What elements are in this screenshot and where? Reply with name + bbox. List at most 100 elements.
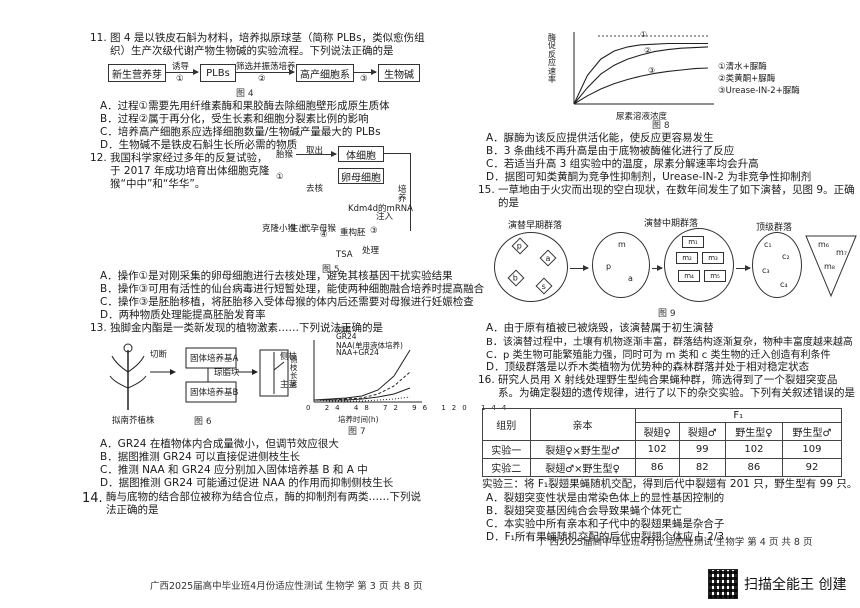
option-d: D．两种物质处理能提高胚胎发育率 — [100, 309, 266, 321]
flow-label-screen: 筛选并振荡培养 — [236, 62, 296, 72]
option-b: B．据图推测 GR24 可以直接促进侧枝生长 — [100, 451, 301, 463]
chart-marker: ② — [644, 46, 652, 55]
flow-node-bud: 新生营养芽 — [108, 64, 166, 82]
option-c: C．培养高产细胞系应选择细胞数量/生物碱产量最大的 PLBs — [100, 126, 381, 138]
option-a: A．由于原有植被已被烧毁，该演替属于初生演替 — [486, 322, 714, 334]
question-16: 16. 研究人员用 X 射线处理野生型纯合果蝇种群，筛选得到了一个裂翅突变品系。… — [478, 374, 858, 400]
option-c: C．操作③是胚胎移植，将胚胎移入受体母猴的体内后还需要对母猴进行妊娠检查 — [100, 296, 474, 308]
fig6-label: 固体培养基B — [190, 388, 239, 398]
tick: 72 — [383, 404, 404, 412]
question-13: 13. 独脚金内酯是一类新发现的植物激素……下列说法正确的是 — [90, 322, 383, 335]
table-cell: 86 — [724, 458, 783, 477]
figure-6-drawing — [109, 343, 289, 410]
climax-community-triangle — [805, 235, 857, 298]
chart-series-line-2 — [573, 46, 709, 105]
marker: ① — [176, 74, 184, 84]
chart-marker: ③ — [648, 66, 656, 75]
legend-entry: NAA(单用液体培养) — [336, 341, 403, 350]
species-label: s — [541, 281, 547, 291]
table-cell: 109 — [781, 440, 843, 459]
legend-entry: ②类黄酮+脲酶 — [718, 74, 776, 84]
exam-page-4: 酶促反应速率 尿素溶液浓度 ①清水+脲酶 ②类黄酮+脲酶 ③Urease-IN-… — [430, 0, 860, 608]
table-cell: 99 — [678, 440, 726, 459]
fig5-label: 重构胚 — [340, 228, 366, 238]
experiment-3-note: 实验三：将 F₁裂翅果蝇随机交配，得到后代中裂翅有 201 只，野生型有 99 … — [482, 478, 858, 490]
cross-table: 组别 亲本 F₁ 裂翅♀ 裂翅♂ 野生型♀ 野生型♂ 实验一 裂翅♀×野生型♂ … — [482, 408, 843, 477]
species-label: p — [517, 241, 523, 251]
question-number: 14. — [82, 491, 103, 506]
exam-page-3: 11. 图 4 是以铁皮石斛为材料，培养拟原球茎（简称 PLBs，类似愈伤组织）… — [82, 32, 506, 592]
chart-marker: ① — [640, 30, 648, 39]
table-cell: 实验一 — [482, 440, 531, 459]
question-text: 一草地由于火灾而出现的空白现状，在数年间发生了如下演替，见图 9。正确的是 — [498, 184, 855, 210]
option-a: A．脲酶为该反应提供活化能，使反应更容易发生 — [486, 132, 714, 144]
figure-7-chart — [313, 340, 422, 403]
early-community-circle — [494, 232, 568, 302]
marker: ① — [276, 172, 284, 182]
flow-node-plbs: PLBs — [200, 64, 236, 82]
page-footer: 广西2025届高中毕业班4月份适应性测试 生物学 第 4 页 共 8 页 — [540, 537, 813, 548]
tick: 96 — [412, 404, 434, 412]
option-b: B．操作③可用有活性的仙台病毒进行短暂处理，能使两种细胞融合培养时提高融合 — [100, 283, 485, 295]
legend-entry: ①清水+脲酶 — [718, 62, 767, 72]
species-label: m₇ — [836, 248, 847, 257]
species-label: p — [606, 262, 612, 271]
fig9-title: 顶级群落 — [756, 223, 793, 233]
option-c: C．若适当升高 3 组实验中的温度，尿素分解速率均会升高 — [486, 158, 759, 170]
fig5-line — [410, 153, 411, 231]
flow-node-alkaloid: 生物碱 — [378, 64, 420, 82]
fig9-title: 演替早期群落 — [508, 221, 563, 231]
qr-code-icon — [708, 569, 738, 599]
marker: ② — [258, 74, 266, 84]
question-text: 研究人员用 X 射线处理野生型纯合果蝇种群，筛选得到了一个裂翅突变品系。为确定裂… — [498, 374, 856, 400]
option-d: D．生物碱不是铁皮石斛生长所必需的物质 — [100, 139, 298, 151]
option-b: B．裂翅突变基因纯合会导致果蝇个体死亡 — [486, 505, 683, 517]
scanner-watermark: 扫描全能王 创建 — [708, 566, 858, 602]
succession-arrow — [736, 265, 751, 271]
fig6-label: 固体培养基A — [190, 354, 239, 364]
fig5-label: 培养 — [398, 185, 407, 205]
option-d: D．据图推测 GR24 可能通过促进 NAA 的作用而抑制侧枝生长 — [100, 477, 394, 489]
species-m2: m₂ — [676, 252, 698, 264]
option-c: C．本实验中所有亲本和子代中的裂翅果蝇是杂合子 — [486, 518, 725, 530]
species-label: c₂ — [782, 252, 790, 261]
question-text: 酶与底物的结合部位被称为结合位点，酶的抑制剂有两类……下列说法正确的是 — [106, 491, 422, 517]
question-text: 独脚金内酯是一类新发现的植物激素……下列说法正确的是 — [110, 322, 384, 334]
question-12: 12. 我国科学家经过多年的反复试验，于 2017 年成功培育出体细胞克隆猴“中… — [90, 152, 270, 191]
tick: 120 — [441, 404, 473, 412]
chart-series-line-1 — [573, 42, 708, 105]
option-d: D．据图可知类黄酮为竞争性抑制剂，Urease-IN-2 为非竞争性抑制剂 — [486, 171, 812, 183]
table-header: 野生型♀ — [724, 422, 783, 441]
chart-series-group — [573, 35, 709, 105]
species-label: m — [618, 240, 626, 249]
marker: ③ — [360, 74, 368, 84]
fig5-somatic-cell: 体细胞 — [338, 146, 384, 162]
fig5-label: 去核 — [306, 184, 324, 194]
figure-caption: 图 5 — [322, 265, 340, 275]
legend-entry: ③Urease-IN-2+脲酶 — [718, 86, 800, 96]
table-header-row: 裂翅♀ 裂翅♂ 野生型♀ 野生型♂ — [483, 422, 843, 441]
flow-arrow — [166, 69, 199, 75]
fig5-label: 取出 — [306, 146, 324, 156]
figure-caption: 图 4 — [236, 89, 254, 99]
fig5-label: Kdm4d的mRNA — [348, 204, 413, 214]
succession-arrow — [652, 265, 663, 271]
species-label: c₄ — [780, 280, 788, 289]
option-c: C．p 类生物可能繁殖能力强，同时可为 m 类和 c 类生物的迁入创造有利条件 — [486, 350, 831, 361]
species-m4: m₄ — [678, 270, 700, 282]
fig5-label: 注入 — [376, 212, 394, 222]
legend-entry: GR24 — [336, 332, 357, 341]
table-header: 裂翅♀ — [634, 422, 680, 441]
page-footer: 广西2025届高中毕业班4月份适应性测试 生物学 第 3 页 共 8 页 — [150, 581, 423, 592]
climax-community-circle — [752, 232, 802, 298]
fig5-label: 胎猴 — [276, 150, 294, 160]
marker: ④ — [320, 230, 328, 240]
species-label: b — [513, 273, 519, 283]
fig5-label: 克隆小猴 — [262, 224, 297, 234]
question-15: 15. 一草地由于火灾而出现的空白现状，在数年间发生了如下演替，见图 9。正确的… — [478, 184, 858, 210]
figure-8-chart — [573, 32, 714, 105]
fig9-title: 演替中期群落 — [644, 219, 699, 229]
axis-label-x: 培养时间(h) — [338, 415, 379, 424]
chart-ylabel: 酶促反应速率 — [548, 33, 556, 84]
flow-label-induce: 诱导 — [172, 62, 190, 72]
